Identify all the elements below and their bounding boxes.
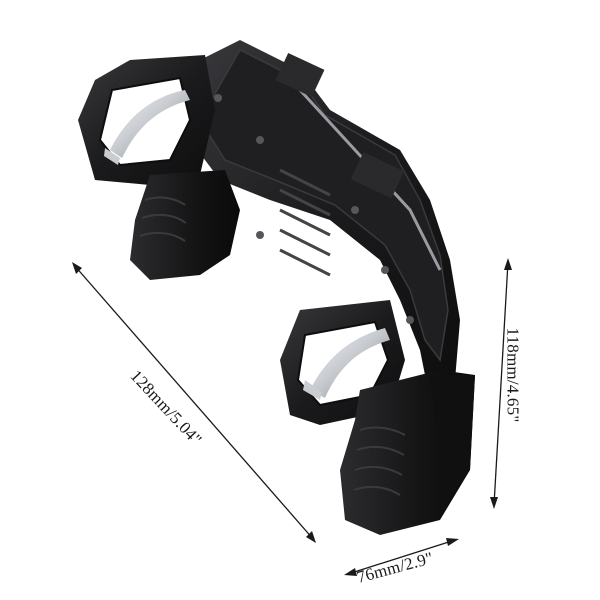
dimension-arrow-length [72, 262, 316, 543]
upper-trigger [78, 55, 215, 185]
clamp-body [180, 40, 460, 400]
dimension-arrow-width [344, 538, 459, 576]
dimension-arrow-height [490, 258, 512, 509]
lower-grip [340, 370, 475, 535]
height-dimension-label: 118mm/4.65" [503, 327, 523, 423]
upper-grip [130, 170, 240, 280]
